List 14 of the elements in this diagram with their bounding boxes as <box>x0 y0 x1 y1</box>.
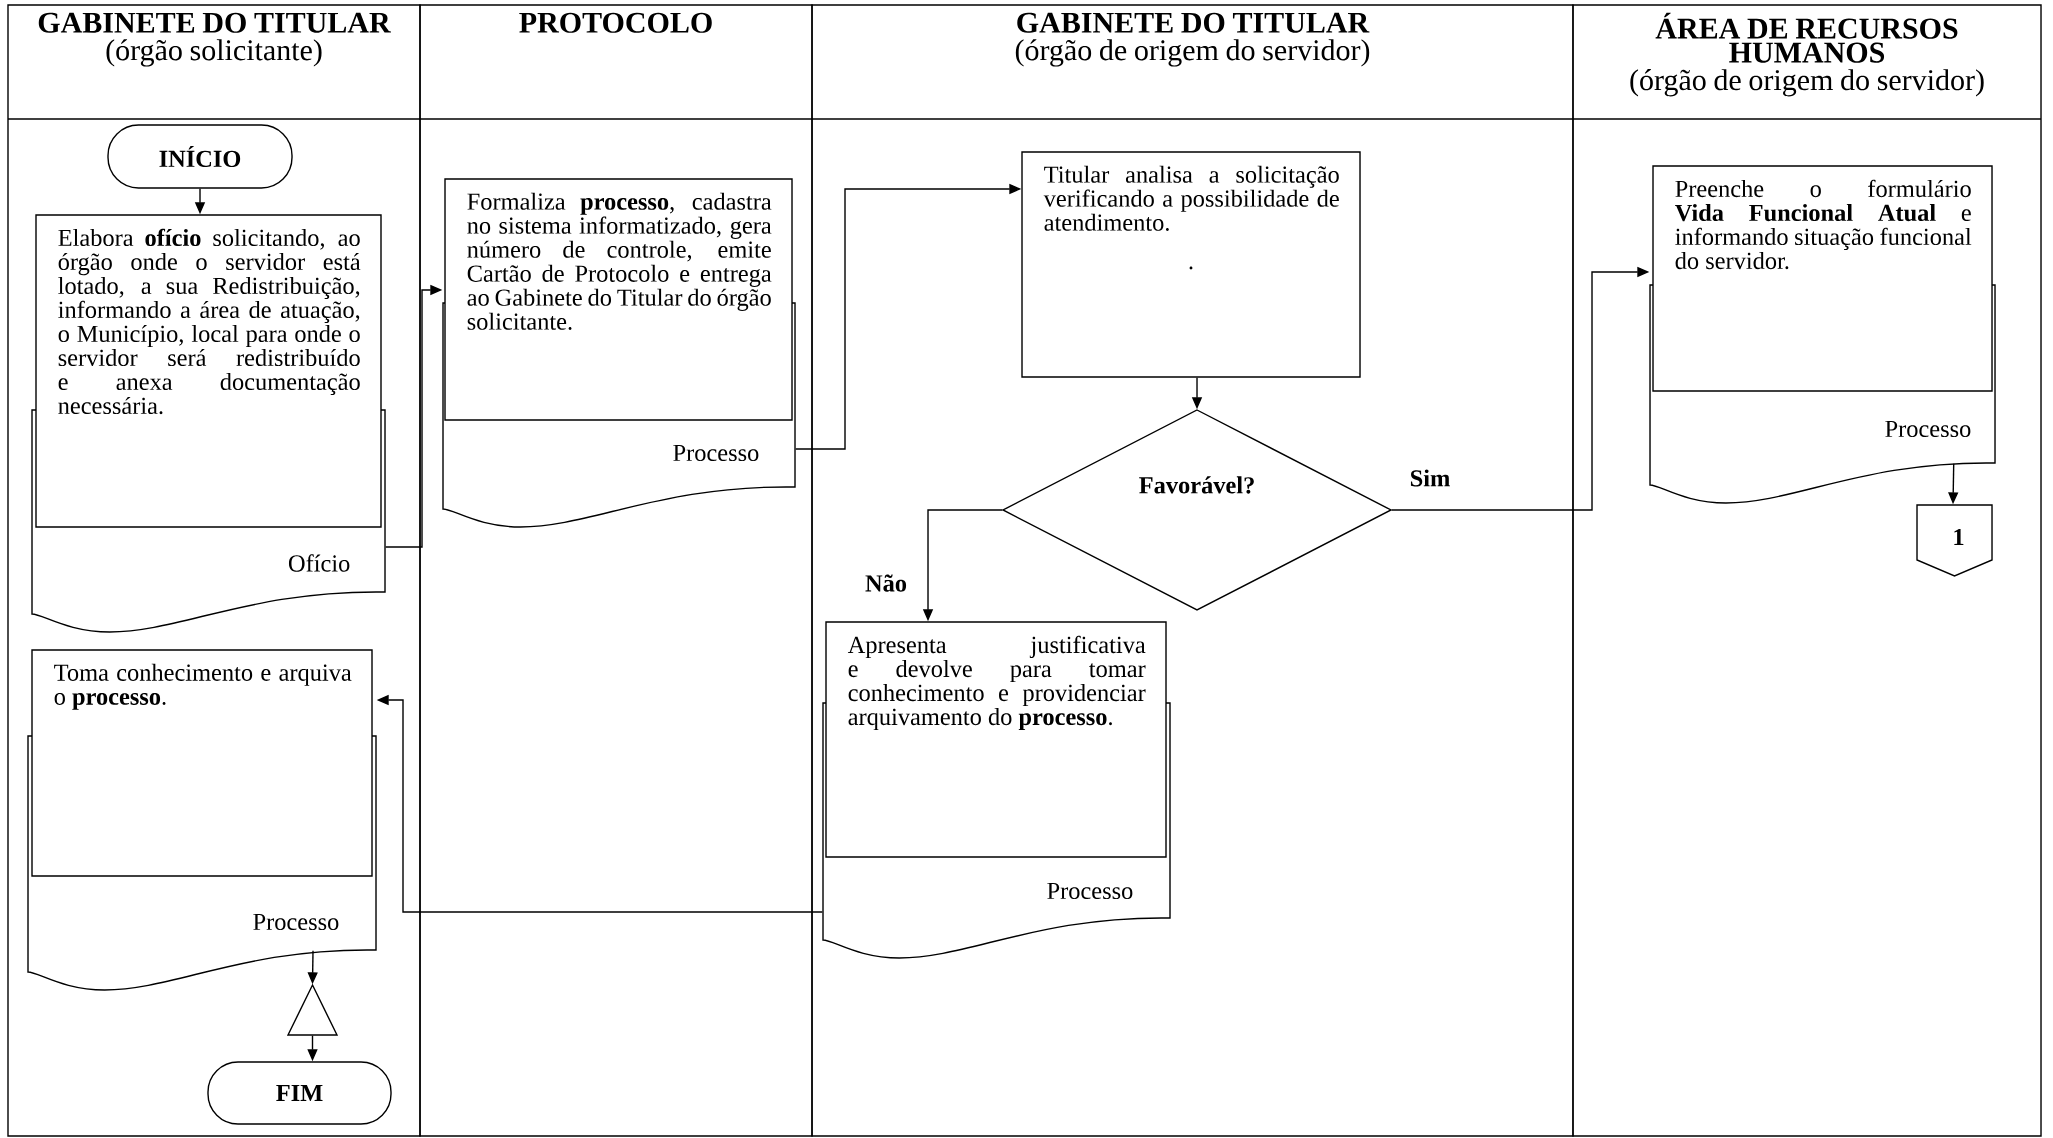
document-box: Apresenta justificativa e devolve para tomar conhecimento e providenciar arquivamento do processo. Processo <box>822 621 1171 959</box>
document-box: Preenche o formulário Vida Funcional Atual e informando situação funcional do servidor. Processo <box>1649 165 1996 504</box>
edge-label: Não <box>863 572 909 594</box>
node-label: Toma conhecimento e arquiva o processo. <box>54 663 352 710</box>
process-box: Titular analisa a solicitação verificando a possibilidade de atendimento. . <box>1021 151 1361 378</box>
node-label: Ofício <box>288 554 350 572</box>
terminal: INÍCIO <box>107 124 293 189</box>
off-page-connector: 1 <box>1916 504 1993 577</box>
terminal: FIM <box>207 1061 392 1125</box>
node-label: Processo <box>1885 420 1971 438</box>
document-box: Toma conhecimento e arquiva o processo. Processo <box>27 649 377 991</box>
document-box: Formaliza processo, cadastra no sistema informatizado, gera número de controle, emite Cartão de Protocolo e entrega ao Gabinete do Titular do órgão solicitante. Processo <box>442 178 796 528</box>
node-label: Processo <box>673 444 759 462</box>
edge-label: Sim <box>1407 467 1453 489</box>
